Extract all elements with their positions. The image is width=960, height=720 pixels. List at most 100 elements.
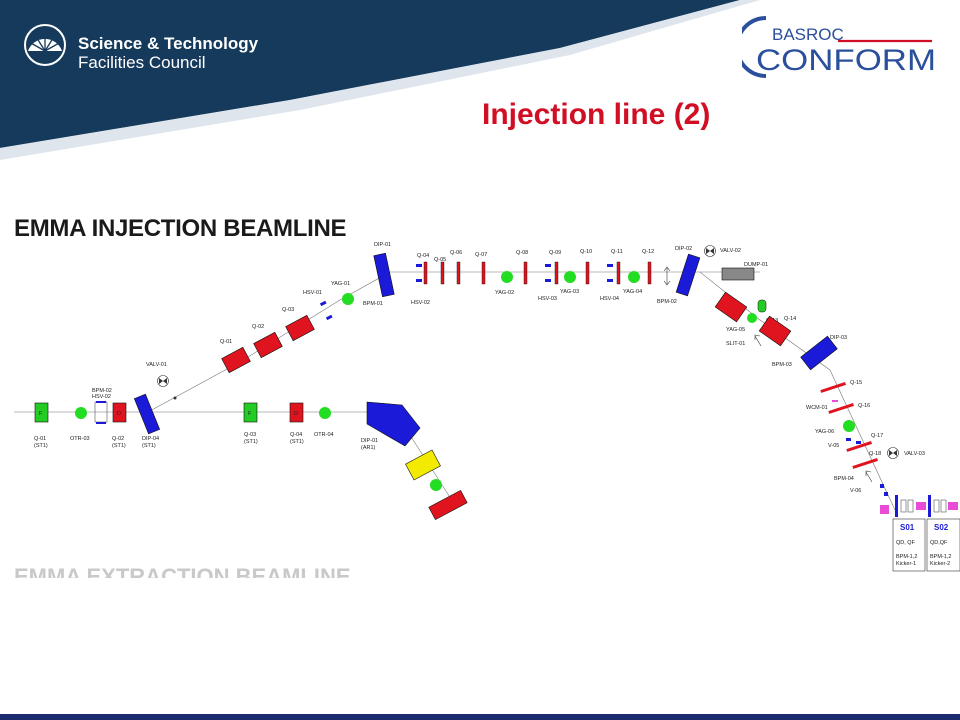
cell-s02-line1: QD,QF <box>930 540 948 546</box>
dipole-dip01-ar1 <box>366 401 421 447</box>
label-hsv02-top: HSV-02 <box>411 300 430 306</box>
label-q11-top: Q-11 <box>611 249 623 255</box>
cell-s01-line2: BPM-1,2 <box>896 554 917 560</box>
slit01-arrow-icon <box>754 334 762 347</box>
label-yag06: YAG-06 <box>815 429 834 435</box>
yag05-outline <box>757 299 767 313</box>
bottom-bar <box>0 714 960 720</box>
label-v05: V-05 <box>828 443 839 449</box>
bpm02-plate-bottom <box>96 422 106 424</box>
org-name: Science & Technology <box>78 34 259 53</box>
hsv01-bottom <box>325 314 333 321</box>
q01-tag: F <box>39 411 43 417</box>
label-dump01: DUMP-01 <box>744 262 768 268</box>
cell-s01-box <box>892 518 926 572</box>
label-dip02: DIP-02 <box>675 246 692 252</box>
label-q14: Q-14 <box>784 316 796 322</box>
label-dip01-ar1: DIP-01 <box>361 438 378 444</box>
label-q04-top: Q-04 <box>417 253 429 259</box>
screen-yag01 <box>342 293 354 305</box>
q03-tag: F <box>248 411 252 417</box>
quad-q15 <box>820 382 846 393</box>
screen-yag05 <box>747 313 757 323</box>
label-yag03: YAG-03 <box>560 289 579 295</box>
label-valv02: VALV-02 <box>720 248 741 254</box>
top-steerers <box>416 264 613 282</box>
cell-s01-line1: QD, QF <box>896 540 916 546</box>
cell-s01-title: S01 <box>900 523 915 532</box>
cell-s02-title: S02 <box>934 523 949 532</box>
slide-title: Injection line (2) <box>482 98 711 131</box>
dipole-dip02 <box>675 253 701 297</box>
valve-valv02-icon <box>706 248 714 254</box>
banner-light-sweep <box>0 0 760 160</box>
label-hsv02: HSV-02 <box>92 394 111 400</box>
beamline-diagram: F Q-01 (ST1) OTR-03 BPM-02 HSV-02 D Q-02… <box>14 242 960 572</box>
label-hsv03: HSV-03 <box>538 296 557 302</box>
label-q02: Q-02 <box>112 436 124 442</box>
quad-q02 <box>112 402 127 423</box>
quad-q17 <box>846 441 872 452</box>
screen-otr03 <box>75 407 87 419</box>
screen-yag03 <box>564 271 576 283</box>
quad-q18 <box>852 458 878 469</box>
screen-ar1 <box>430 479 442 491</box>
label-hsv04: HSV-04 <box>600 296 619 302</box>
q02-tag: D <box>117 411 121 417</box>
v06-mark-2 <box>884 492 888 496</box>
banner-navy-shape <box>0 0 740 148</box>
quad-q02-inj <box>253 331 283 359</box>
label-q02-sub: (ST1) <box>112 443 126 449</box>
label-q04-sub: (ST1) <box>290 439 304 445</box>
org-subname: Facilities Council <box>78 53 206 72</box>
extraction-heading-text: EMMA EXTRACTION BEAMLINE <box>14 568 394 578</box>
label-q03-inj: Q-03 <box>282 307 294 313</box>
cell-s02-line2: BPM-1,2 <box>930 554 951 560</box>
label-yag04: YAG-04 <box>623 289 642 295</box>
marker-dot <box>173 396 177 400</box>
label-bpm04: BPM-04 <box>834 476 854 482</box>
magenta-element <box>880 505 889 514</box>
label-otr03: OTR-03 <box>70 436 90 442</box>
quad-q13 <box>714 291 748 323</box>
label-q16: Q-16 <box>858 403 870 409</box>
extraction-heading-cutoff: EMMA EXTRACTION BEAMLINE <box>14 568 394 578</box>
label-bpm03: BPM-03 <box>772 362 792 368</box>
bpm02-plate-top <box>96 401 106 403</box>
slit-arrow-icon <box>663 266 671 286</box>
label-q18: Q-18 <box>869 451 881 457</box>
quad-q01-inj <box>221 346 251 374</box>
label-valv03: VALV-03 <box>904 451 925 457</box>
label-v06: V-06 <box>850 488 861 494</box>
label-q04: Q-04 <box>290 432 302 438</box>
label-q15: Q-15 <box>850 380 862 386</box>
label-q05-top: Q-05 <box>434 257 446 263</box>
label-dip01: DIP-01 <box>374 242 391 248</box>
label-q08-top: Q-08 <box>516 250 528 256</box>
label-dip04-sub: (ST1) <box>142 443 156 449</box>
dipole-dip04 <box>133 393 161 435</box>
cell-s01-line3: Kicker-1 <box>896 561 916 567</box>
basroc-conform-logo: BASROC CONFORM <box>742 16 936 78</box>
label-q10-top: Q-10 <box>580 249 592 255</box>
header-banner <box>0 0 760 160</box>
label-q07-top: Q-07 <box>475 252 487 258</box>
quad-q16 <box>828 403 854 414</box>
bpm04-arrow-icon <box>865 470 873 483</box>
valve-valv01-icon <box>159 378 167 384</box>
q04-tag: D <box>294 411 298 417</box>
label-q06-top: Q-06 <box>450 250 462 256</box>
label-dip01-ar1-sub: (AR1) <box>361 445 376 451</box>
label-q02-inj: Q-02 <box>252 324 264 330</box>
beam-dump-01 <box>721 267 755 281</box>
diagram-heading: EMMA INJECTION BEAMLINE <box>14 215 347 242</box>
label-bpm02-top: BPM-02 <box>657 299 677 305</box>
label-yag01: YAG-01 <box>331 281 350 287</box>
screen-yag04 <box>628 271 640 283</box>
cell-s02-line3: Kicker-2 <box>930 561 950 567</box>
label-hsv01: HSV-01 <box>303 290 322 296</box>
dipole-dip01 <box>373 252 395 298</box>
label-yag05: YAG-05 <box>726 327 745 333</box>
label-slit01: SLIT-01 <box>726 341 745 347</box>
label-q12-top: Q-12 <box>642 249 654 255</box>
